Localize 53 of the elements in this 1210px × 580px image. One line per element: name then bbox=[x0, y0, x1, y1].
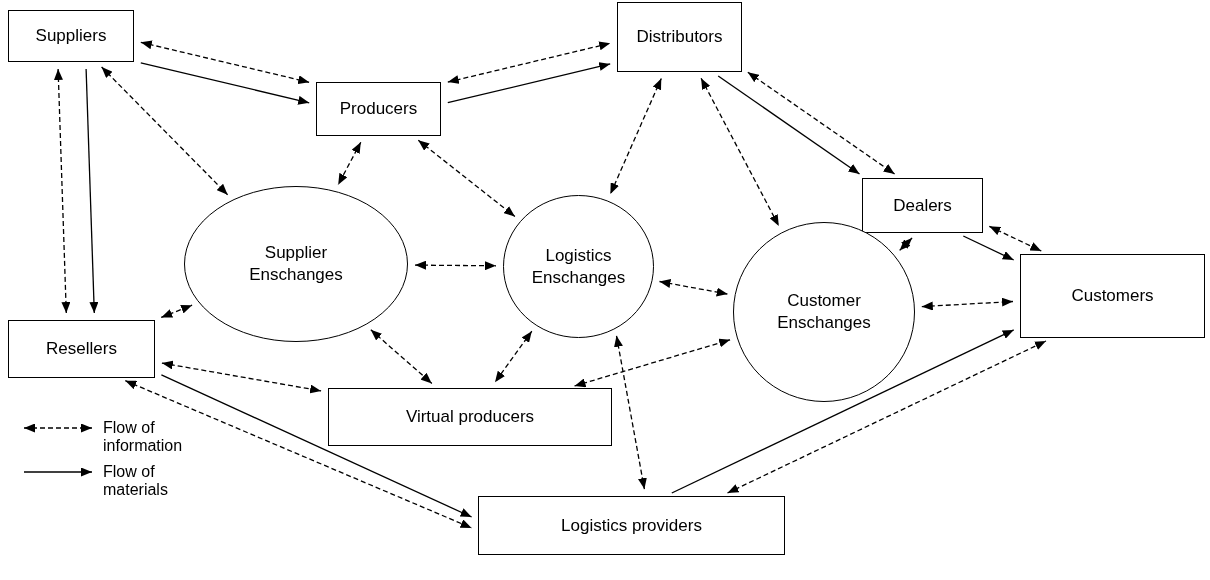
arrow bbox=[898, 237, 913, 252]
ellipse-node bbox=[503, 195, 654, 338]
arrow bbox=[53, 68, 71, 314]
process-box bbox=[862, 178, 983, 233]
node-label: Distributors bbox=[636, 26, 723, 48]
arrow bbox=[609, 77, 662, 195]
arrow bbox=[921, 297, 1014, 311]
node-label: Producers bbox=[339, 98, 418, 120]
arrow bbox=[614, 335, 647, 490]
node-label: Supplier Enschanges bbox=[248, 242, 344, 286]
process-box bbox=[1020, 254, 1205, 338]
process-box bbox=[8, 10, 134, 62]
arrow bbox=[717, 75, 861, 175]
arrow bbox=[962, 235, 1015, 261]
process-box bbox=[328, 388, 612, 446]
ellipse-node bbox=[733, 222, 915, 402]
process-box bbox=[617, 2, 742, 72]
arrow bbox=[337, 141, 362, 186]
arrow bbox=[100, 66, 229, 196]
arrow bbox=[85, 68, 99, 314]
arrow bbox=[671, 329, 1015, 494]
arrow bbox=[747, 71, 896, 175]
arrow bbox=[140, 40, 310, 85]
legend-label: Flow of information bbox=[103, 419, 184, 455]
node-label: Resellers bbox=[46, 338, 117, 360]
legend-label: Flow of materials bbox=[103, 463, 169, 499]
process-box bbox=[8, 320, 155, 378]
node-label: Virtual producers bbox=[405, 406, 535, 428]
arrow bbox=[658, 279, 729, 297]
arrow bbox=[370, 329, 433, 385]
node-label: Logistics Enschanges bbox=[530, 244, 627, 289]
node-label: Customers bbox=[1071, 285, 1154, 307]
node-label: Dealers bbox=[893, 194, 952, 217]
arrow bbox=[447, 41, 611, 84]
node-label: Suppliers bbox=[35, 25, 107, 47]
arrow bbox=[700, 77, 780, 227]
node-label: Customer Enschanges bbox=[776, 290, 872, 334]
arrow bbox=[726, 340, 1047, 494]
arrow bbox=[140, 62, 310, 105]
arrow bbox=[124, 380, 473, 529]
arrow bbox=[494, 330, 533, 383]
process-box bbox=[316, 82, 441, 136]
arrow bbox=[414, 260, 497, 271]
process-box bbox=[478, 496, 785, 555]
arrow bbox=[988, 225, 1042, 252]
arrow bbox=[417, 139, 516, 218]
node-label: Logistics providers bbox=[561, 514, 702, 537]
arrow bbox=[160, 374, 473, 518]
arrow bbox=[447, 62, 611, 104]
arrow bbox=[161, 360, 322, 394]
arrow bbox=[573, 338, 731, 388]
ellipse-node bbox=[184, 186, 408, 342]
arrow bbox=[160, 304, 193, 319]
